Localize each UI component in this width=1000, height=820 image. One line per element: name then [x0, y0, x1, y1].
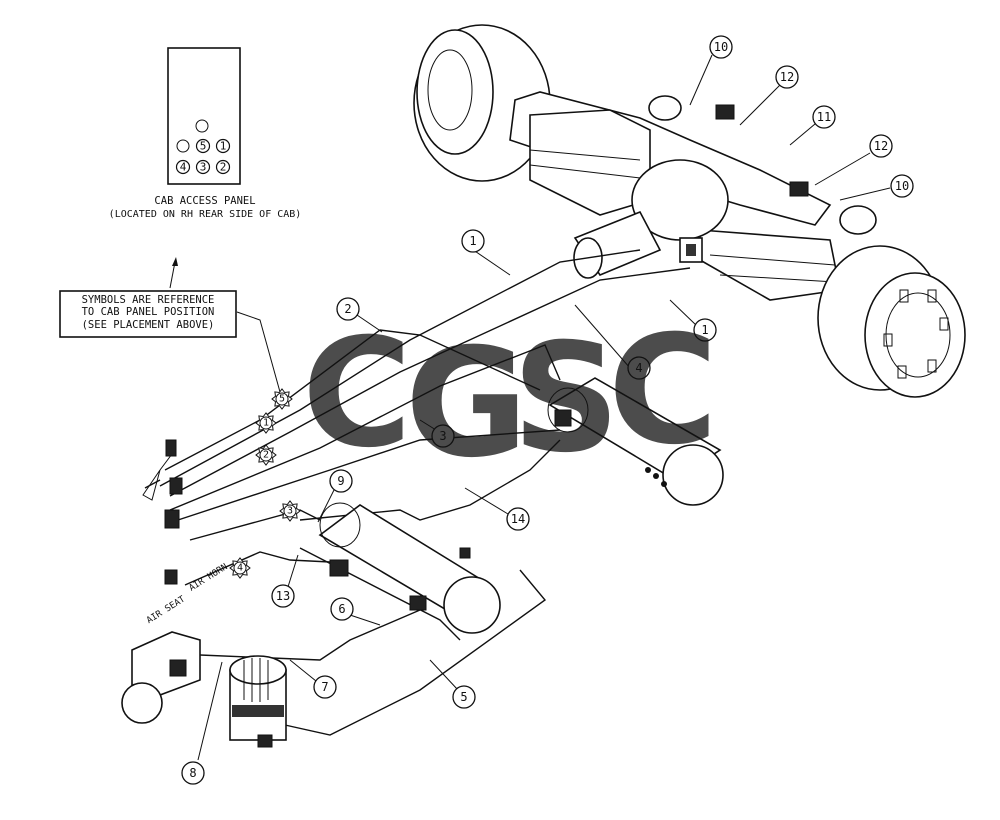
svg-text:3: 3 [439, 429, 446, 443]
svg-text:1: 1 [469, 234, 476, 248]
callout-11: 11 [812, 105, 836, 129]
callout-5: 5 [452, 685, 476, 709]
callout-13: 13 [271, 584, 295, 608]
note-line-1: SYMBOLS ARE REFERENCE [82, 294, 215, 306]
cab-panel-subtitle: (LOCATED ON RH REAR SIDE OF CAB) [109, 209, 302, 220]
svg-text:10: 10 [714, 40, 728, 54]
svg-text:2: 2 [344, 302, 351, 316]
panel-position-5: 5 [195, 138, 211, 154]
wheel-rear-right [817, 245, 966, 398]
svg-text:11: 11 [817, 110, 831, 124]
air-seat-label: AIR SEAT [145, 594, 188, 626]
watermark-letter-g: G [405, 317, 528, 491]
svg-text:7: 7 [321, 680, 328, 694]
empty-position-top [195, 119, 209, 133]
svg-text:4: 4 [237, 563, 243, 574]
callout-14: 14 [506, 507, 530, 531]
tandem-axle-assembly [413, 24, 966, 398]
air-horn-valve [164, 569, 178, 585]
svg-text:14: 14 [511, 512, 525, 526]
svg-text:5: 5 [200, 140, 207, 153]
note-line-3: (SEE PLACEMENT ABOVE) [82, 319, 215, 331]
panel-symbol-4: 4 [229, 557, 251, 579]
watermark-letter-s: S [512, 312, 620, 486]
svg-text:12: 12 [780, 70, 794, 84]
callout-3: 3 [431, 424, 455, 448]
svg-text:10: 10 [895, 179, 909, 193]
svg-text:3: 3 [200, 161, 207, 174]
panel-symbol-2: 2 [255, 444, 277, 466]
svg-text:2: 2 [263, 450, 269, 461]
callout-8: 8 [181, 761, 205, 785]
callout-7: 7 [313, 675, 337, 699]
cab-valves [164, 439, 183, 585]
brake-chamber-upper [648, 95, 682, 121]
callout-10-lower: 10 [890, 174, 914, 198]
svg-text:9: 9 [337, 474, 344, 488]
svg-text:1: 1 [701, 323, 708, 337]
panel-symbol-3: 3 [279, 500, 301, 522]
panel-position-2: 2 [215, 159, 231, 175]
cab-panel-title: CAB ACCESS PANEL [154, 195, 255, 207]
svg-text:1: 1 [263, 418, 269, 429]
svg-text:8: 8 [189, 766, 196, 780]
callout-12-lower: 12 [869, 134, 893, 158]
callout-1-upper: 1 [461, 229, 485, 253]
note-line-2: TO CAB PANEL POSITION [82, 306, 215, 318]
air-horn-label: AIR HORN [188, 562, 230, 593]
air-compressor [121, 631, 201, 724]
callout-10-upper: 10 [709, 35, 733, 59]
valve-lower [789, 181, 809, 197]
callout-1-lower: 1 [693, 318, 717, 342]
panel-symbol-5: 5 [271, 388, 293, 410]
callout-4: 4 [627, 356, 651, 380]
panel-position-4: 4 [175, 159, 191, 175]
svg-text:4: 4 [180, 161, 187, 174]
watermark: C G S C [302, 304, 718, 491]
panel-symbol-1: 1 [255, 412, 277, 434]
watermark-letter-c1: C [302, 307, 412, 481]
svg-text:1: 1 [220, 140, 227, 153]
svg-text:5: 5 [279, 394, 285, 405]
svg-text:12: 12 [874, 139, 888, 153]
primary-air-tank [547, 377, 724, 506]
panel-position-1: 1 [215, 138, 231, 154]
svg-text:6: 6 [338, 602, 345, 616]
brake-chamber-lower [839, 205, 877, 235]
suspension-beam-right [699, 229, 841, 301]
callout-9: 9 [329, 469, 353, 493]
leader-lines [197, 54, 891, 761]
reference-arrow [169, 261, 176, 289]
watermark-letter-c2: C [608, 304, 718, 478]
svg-text:4: 4 [635, 361, 642, 375]
empty-position-left [176, 139, 190, 153]
svg-text:5: 5 [460, 690, 467, 704]
valve-upper [715, 104, 735, 120]
svg-text:13: 13 [276, 589, 290, 603]
cab-access-panel: 5 1 4 3 2 [167, 47, 241, 185]
callout-6: 6 [330, 597, 354, 621]
secondary-air-tank [318, 502, 501, 634]
svg-text:3: 3 [287, 506, 293, 517]
svg-text:2: 2 [220, 161, 227, 174]
reference-note-box: SYMBOLS ARE REFERENCE TO CAB PANEL POSIT… [59, 290, 237, 338]
air-dryer [229, 655, 287, 748]
tank-drain-valve [554, 409, 572, 427]
callout-12-upper: 12 [775, 65, 799, 89]
panel-position-3: 3 [195, 159, 211, 175]
callout-2: 2 [336, 297, 360, 321]
